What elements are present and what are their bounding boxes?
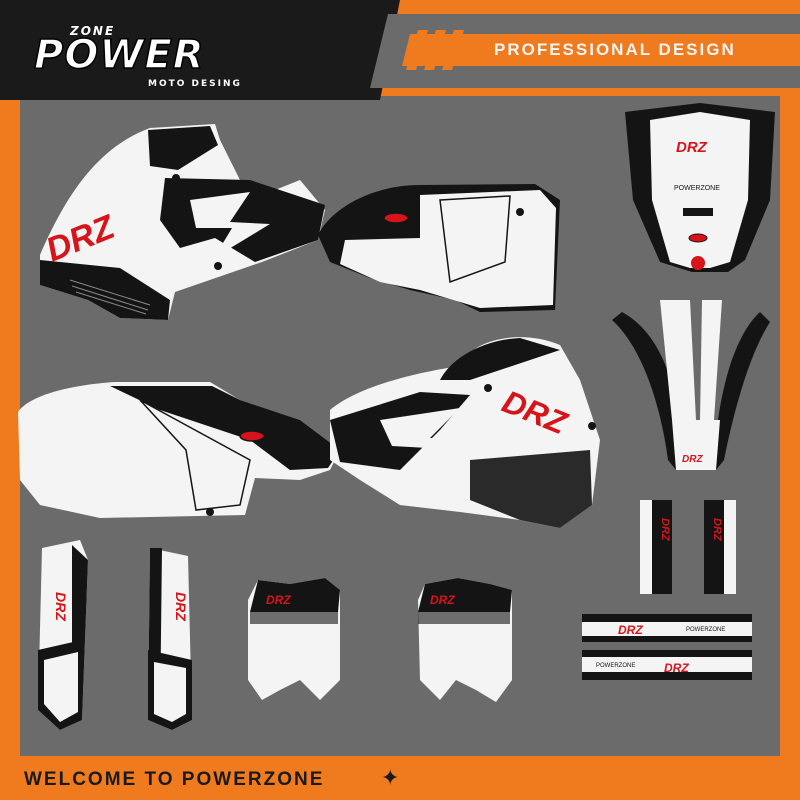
swingarm-bottom-drz: DRZ (664, 661, 689, 675)
fork-decal-left: DRZ (640, 500, 672, 594)
swingarm-decal-bottom: DRZ POWERZONE (582, 650, 752, 680)
number-plate-left-drz: DRZ (266, 593, 291, 607)
fender-drz: DRZ (676, 139, 708, 156)
footer-welcome: WELCOME TO POWERZONE (24, 769, 325, 790)
tagline-bg (464, 36, 800, 64)
logo-zone-text: ZONE (70, 24, 116, 38)
fork-right-drz: DRZ (711, 518, 723, 542)
fork-guard-right-drz: DRZ (173, 592, 189, 621)
number-plate-right: DRZ (418, 578, 512, 702)
tagline-professional-design: PROFESSIONAL DESIGN (494, 40, 736, 59)
footer-bar (0, 756, 800, 800)
fork-guard-right: DRZ (148, 548, 192, 730)
number-plate-right-drz: DRZ (430, 593, 455, 607)
suzuki-badge-icon (383, 212, 409, 224)
swingarm-decal-top: DRZ POWERZONE (582, 614, 752, 642)
header-logo-block (0, 0, 400, 100)
swingarm-bottom-brand: POWERZONE (596, 663, 635, 669)
fender-brand-icon (691, 256, 705, 270)
sidepanel-right-top (318, 184, 560, 312)
fork-guard-left: DRZ (38, 540, 88, 730)
logo-subtitle: MOTO DESING (148, 79, 242, 89)
rear-fender-drz: DRZ (682, 454, 703, 465)
shroud-right-middle: DRZ (330, 337, 600, 528)
number-plate-left: DRZ (248, 578, 340, 700)
four-point-star-icon: ✦ (381, 765, 400, 790)
fork-left-drz: DRZ (659, 518, 671, 542)
fork-decal-right: DRZ (704, 500, 736, 594)
rear-fender: DRZ (612, 300, 770, 470)
swingarm-top-brand: POWERZONE (686, 627, 725, 633)
fender-brand: POWERZONE (674, 185, 720, 192)
header-stripes (406, 30, 464, 70)
logo-power-text: POWER (33, 31, 205, 79)
fork-guard-left-drz: DRZ (53, 592, 69, 621)
shroud-left-top: DRZ (40, 124, 325, 320)
sidepanel-left-middle (18, 382, 340, 518)
swingarm-top-drz: DRZ (618, 623, 643, 637)
front-fender: DRZ POWERZONE (625, 103, 775, 272)
